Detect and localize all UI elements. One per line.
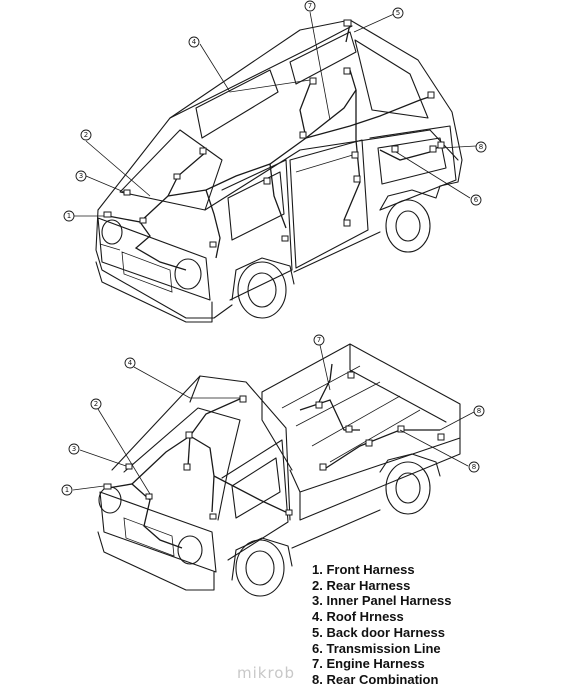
van-callout-1: 1 (63, 210, 75, 222)
van-callout-7: 7 (304, 0, 316, 12)
legend-item: 4. Roof Hrness (312, 609, 404, 625)
van-callout-6: 6 (470, 194, 482, 206)
svg-text:6: 6 (474, 196, 479, 204)
legend-item: 3. Inner Panel Harness (312, 593, 452, 609)
svg-text:1: 1 (65, 486, 69, 494)
svg-text:8: 8 (472, 463, 476, 471)
truck-callout-3: 3 (68, 443, 80, 455)
van-callout-3: 3 (75, 170, 87, 182)
legend-item: 7. Engine Harness (312, 656, 425, 672)
van-callout-2: 2 (80, 129, 92, 141)
truck-callout-1: 1 (61, 484, 73, 496)
truck-callout-8-upper: 8 (473, 405, 485, 417)
van-callout-4: 4 (188, 36, 200, 48)
watermark: mikrob (237, 664, 296, 682)
svg-text:8: 8 (479, 143, 483, 151)
truck-leader-lines (72, 344, 475, 495)
harness-legend: 1. Front Harness 2. Rear Harness 3. Inne… (312, 562, 572, 688)
svg-text:7: 7 (317, 336, 321, 344)
svg-text:2: 2 (94, 400, 98, 408)
truck-callout-7: 7 (313, 334, 325, 346)
svg-text:3: 3 (72, 445, 76, 453)
svg-text:4: 4 (192, 38, 197, 46)
truck-illustration (97, 343, 461, 597)
van-callout-5: 5 (392, 7, 404, 19)
svg-text:7: 7 (308, 2, 312, 10)
legend-item: 2. Rear Harness (312, 577, 411, 593)
van-leader-lines (74, 11, 477, 217)
svg-text:1: 1 (67, 212, 71, 220)
legend-item: 1. Front Harness (312, 562, 415, 577)
truck-callout-8-lower: 8 (468, 461, 480, 473)
svg-text:2: 2 (84, 131, 88, 139)
legend-item: 8. Rear Combination (312, 671, 439, 687)
van-illustration (95, 19, 463, 323)
legend-item: 5. Back door Harness (312, 624, 445, 640)
svg-text:8: 8 (477, 407, 481, 415)
truck-callout-2: 2 (90, 398, 102, 410)
svg-text:5: 5 (396, 9, 400, 17)
van-callout-8: 8 (475, 141, 487, 153)
truck-callout-4: 4 (124, 357, 136, 369)
svg-text:4: 4 (128, 359, 133, 367)
legend-item: 6. Transmission Line (312, 640, 441, 656)
svg-text:3: 3 (79, 172, 83, 180)
